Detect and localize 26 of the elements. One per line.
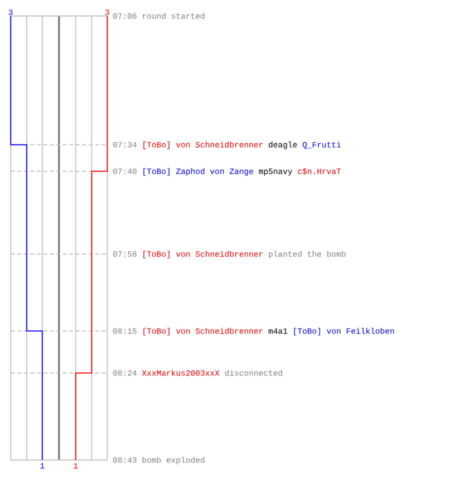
player-name: [ToBo] von Schneidbrenner [143, 250, 263, 258]
player-count: 1 [74, 463, 78, 468]
timestamp: 08:43 [113, 457, 136, 463]
event-text: planted the bomb [268, 250, 346, 258]
player-name: [ToBo] Zaphod von Zange [143, 168, 254, 176]
player-count: 3 [8, 10, 13, 16]
timestamp: 07:40 [113, 168, 136, 174]
player-name: [ToBo] von Feilkloben [294, 328, 394, 336]
player-name: Q_Frutti [302, 142, 341, 149]
event-text: disconnected [225, 370, 282, 376]
event-text: bomb exploded [142, 456, 204, 464]
event-text: round started [142, 12, 204, 19]
weapon-name: deagle [268, 142, 297, 150]
timestamp: 08:15 [113, 328, 136, 334]
timestamp: 07:58 [113, 251, 136, 257]
weapon-name: mp5navy [258, 168, 292, 176]
weapon-name: m4a1 [268, 328, 288, 334]
player-name: [ToBo] von Schneidbrenner [143, 328, 263, 336]
timestamp: 08:24 [113, 370, 137, 376]
player-name: XxxMarkus2003xxX [142, 370, 220, 376]
player-name: c$n.HrvaT [298, 168, 341, 175]
player-name: [ToBo] von Schneidbrenner [143, 142, 263, 150]
timestamp: 07:06 [113, 13, 136, 19]
player-count: 1 [40, 463, 44, 468]
timestamp: 07:34 [113, 142, 137, 148]
player-count: 3 [105, 10, 110, 16]
